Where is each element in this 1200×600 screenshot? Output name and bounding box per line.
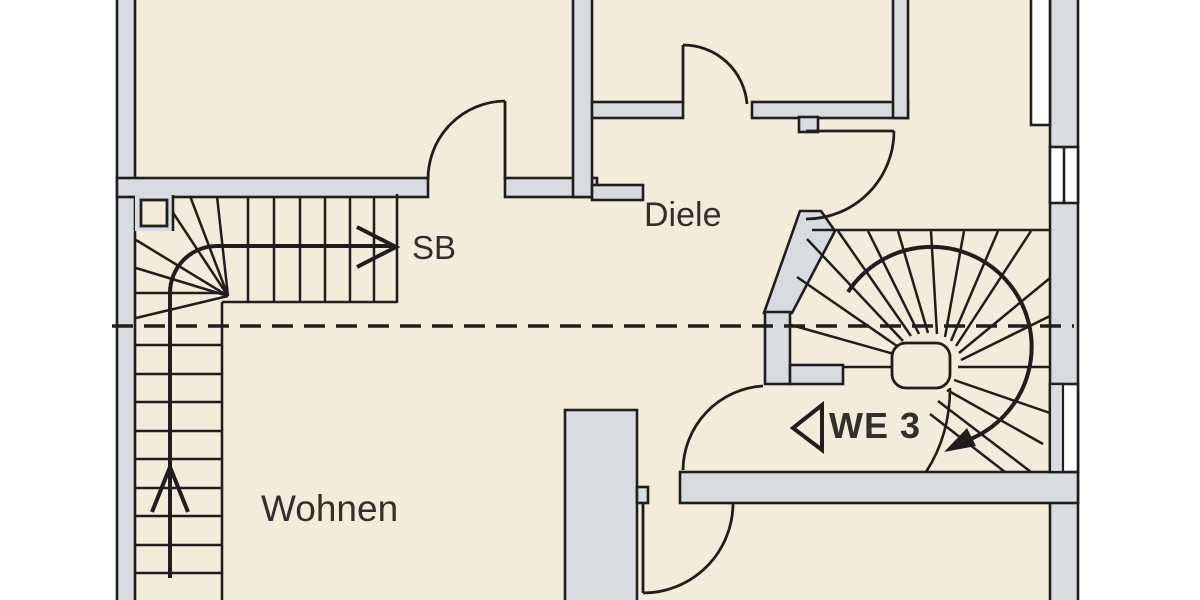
diele-wall-stub [590, 183, 645, 202]
up-arrow-head-icon [150, 461, 190, 513]
room-label-wohnen: Wohnen [261, 488, 399, 529]
spiral-walk-line [846, 244, 1034, 442]
left-exterior-wall [115, 0, 137, 600]
wohnen-right-wall [563, 408, 639, 600]
stairwell-step-wall [788, 363, 845, 386]
sb-arrow-head-icon [356, 225, 401, 269]
we3-entrance-triangle-icon [789, 400, 824, 455]
doors [426, 43, 896, 595]
window-niche-top-right [1029, 0, 1052, 127]
middle-room-bottom-wall-right [750, 100, 910, 120]
spiral-treads [790, 230, 1051, 473]
door-middle-room [681, 43, 749, 105]
middle-room-bottom-wall-left [590, 100, 685, 120]
left-staircase [135, 194, 399, 600]
walls [115, 0, 1080, 600]
upper-left-room-bottom-wall [115, 176, 430, 199]
door-we3-entrance [681, 384, 764, 471]
door-diele-to-stairwell [805, 129, 896, 221]
lower-flight-treads [136, 343, 222, 575]
spiral-stair-inner-stringer [924, 387, 952, 473]
stair-direction-arrows [150, 225, 1034, 578]
upper-rooms-divider-wall [571, 0, 594, 199]
windows [1029, 0, 1080, 474]
room-label-diele: Diele [644, 196, 722, 234]
stairwell-left-wall [763, 310, 792, 386]
right-exterior-wall [1048, 0, 1080, 600]
left-stair-walk-line [168, 244, 392, 578]
stairwell-slanted-wall [762, 209, 837, 315]
upper-flight-treads [246, 196, 376, 302]
middle-right-divider-wall [891, 0, 910, 120]
unit-label-we3: WE 3 [829, 405, 922, 446]
door-bottom-room [641, 502, 735, 595]
spiral-staircase [790, 228, 1051, 473]
spiral-arrow-head-icon [944, 428, 976, 452]
spiral-stair-newel [890, 341, 952, 390]
duct-square [139, 198, 169, 228]
stair-label-sb: SB [412, 229, 457, 266]
bottom-corridor-wall [678, 470, 1080, 505]
window-right-lower-leaf [1048, 382, 1065, 474]
wohnen-wall-notch [635, 485, 650, 505]
door-upper-left-room [426, 99, 507, 181]
